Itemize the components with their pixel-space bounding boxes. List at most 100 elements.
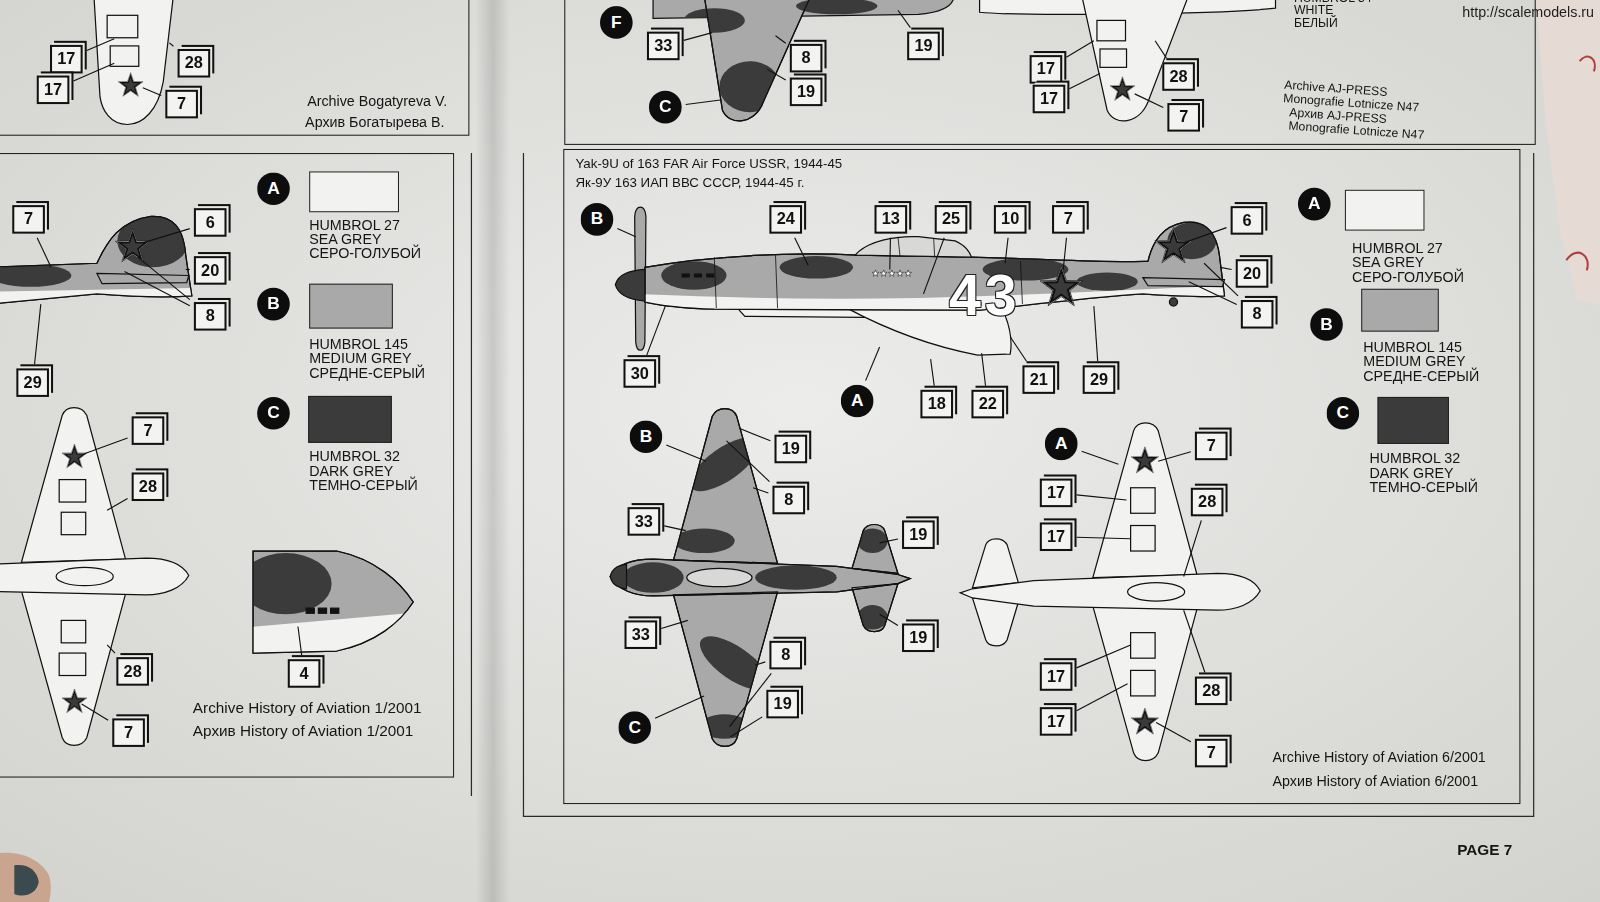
left-underside-view-part [61,512,85,534]
paint-swatch [1345,190,1425,231]
leader-line [1094,306,1098,361]
callout-number: 19 [907,32,940,61]
callout-number: 17 [1033,85,1066,114]
callout-number: 28 [116,657,149,686]
left-underside-view-part [62,689,87,713]
leader-line [1069,73,1100,88]
yak-9u-side-view-part [898,237,935,257]
paint-letter-badge: B [257,288,290,321]
callout-number: 4 [288,659,321,688]
callout-number: 28 [1191,488,1224,517]
callout-number: 28 [1162,62,1195,91]
leader-line [1158,452,1191,461]
leader-line [138,257,190,300]
leader-line [889,238,891,270]
callout-number: 33 [647,32,680,61]
callout-number: 19 [902,623,935,652]
callout-number: 33 [628,507,661,536]
callout-number: 7 [1195,432,1228,461]
archive-note: Archive History of Aviation 6/2001 [1272,749,1485,766]
tactical-number: 43 [949,267,1021,324]
leader-line [1010,337,1026,361]
callout-number: 8 [194,302,227,331]
paint-letter-badge: F [600,6,633,39]
yak-9u-top-view-part-part [852,524,898,573]
leader-line [731,717,763,737]
paint-name: HUMBROL 145 MEDIUM GREY СРЕДНЕ-СЕРЫЙ [309,337,425,380]
callout-number: 8 [769,641,802,670]
yak-9u-side-view-part [888,270,895,276]
callout-number: 28 [132,472,165,501]
left-tail-side-view-part [115,229,150,262]
paint-letter-badge: B [630,420,663,453]
yak-9u-underside-view-part-part [972,539,1018,588]
callout-number: 28 [1195,677,1228,706]
top-left-wing-view-part [107,15,138,37]
callout-number: 33 [624,620,657,649]
yak-9u-top-view-part-part [622,562,683,593]
yak-9u-underside-view-part [960,423,1260,761]
leader-line [37,238,51,268]
paint-swatch [308,396,392,443]
leader-line [1135,94,1164,108]
leader-line [84,438,128,454]
yak-9u-side-view-part [905,270,912,276]
paint-swatch [309,284,393,329]
nose-detail-inset-part [253,551,413,653]
yak-9u-side-view-part-part [612,286,1234,327]
yak-9u-top-view-part-part [682,428,768,502]
yak-9u-top-view-part-part [857,605,888,629]
yak-9u-top-view-part-part [673,529,734,553]
yak-9u-top-view-part [673,409,777,564]
nose-detail-inset-part-part [245,612,418,663]
paint-letter-badge: C [618,711,651,744]
yak-9u-side-view-part [612,222,1234,326]
paper-background-part [1566,57,1594,271]
paint-letter-badge: C [649,91,682,124]
leader-line [107,498,127,510]
yak-9u-side-view-part [872,270,879,276]
callout-number: 18 [920,390,953,419]
nose-detail-inset-part [306,608,314,613]
top-left-wing-view-part [94,0,174,124]
yak-9u-top-view-part-part [857,529,888,553]
nose-detail-inset-part [240,553,419,663]
left-underside-view-part-part [56,567,113,585]
paint-name: HUMBROL 27 SEA GREY СЕРО-ГОЛУБОЙ [1352,241,1464,284]
top-right-partial-views-part [1097,20,1126,40]
paint-swatch [1361,289,1439,332]
leader-line [755,662,765,665]
panel-title: Yak-9U of 163 FAR Air Force USSR, 1944-4… [576,156,843,172]
yak-9u-side-view-part [1155,227,1192,262]
yak-9u-top-view-part [610,409,910,747]
leader-line [767,69,785,80]
top-right-partial-views-part [684,0,878,112]
callout-number: 17 [1040,479,1073,508]
callout-number: 30 [623,359,656,388]
archive-note: Архив Богатырева В. [305,113,444,130]
yak-9u-side-view-part [880,270,887,276]
leader-line [1077,537,1131,538]
leader-line [143,88,161,96]
page-frame-lines [471,153,1533,816]
leader-line [727,441,770,482]
watermark: http://scalemodels.ru [1462,4,1594,20]
yak-9u-side-view-part-part [780,256,853,278]
leader-line [923,238,944,294]
left-underside-view-part [59,653,86,675]
leader-line [1184,228,1227,243]
paint-letter-badge: A [841,385,874,418]
yak-9u-underside-view-part-part [1128,583,1185,601]
leader-line [753,488,768,493]
callout-number: 13 [874,205,907,234]
leader-line [666,445,706,461]
paint-letter-badge: B [1310,308,1343,341]
leader-line [1005,238,1008,264]
yak-9u-underside-view-part [1131,633,1155,659]
yak-9u-side-view-part [615,269,645,301]
callout-number: 22 [971,390,1004,419]
leader-line [776,36,786,43]
callout-number: 20 [1236,259,1269,288]
callout-number: 8 [1241,300,1274,329]
archive-note: Archive History of Aviation 1/2001 [193,699,422,717]
